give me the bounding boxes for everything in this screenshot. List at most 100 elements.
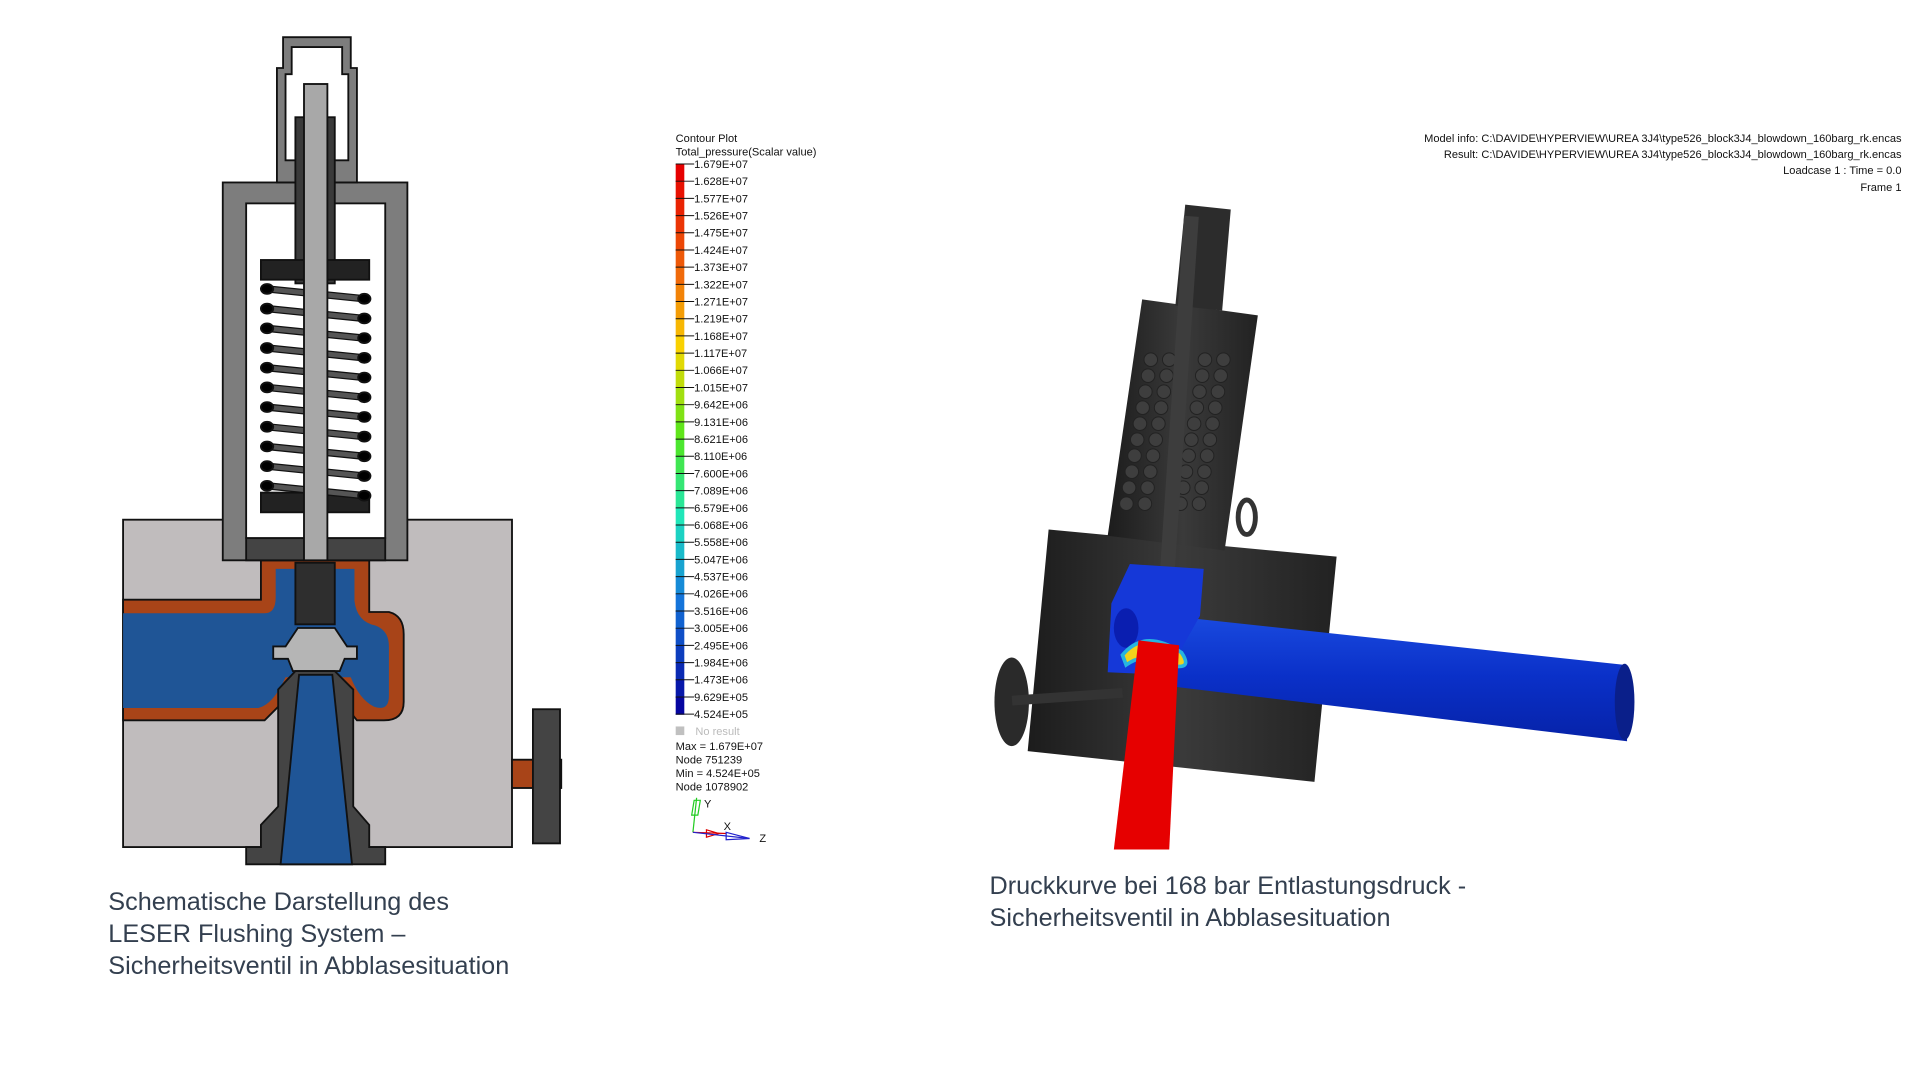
coil-section-right <box>357 450 372 463</box>
spring-coil-3d <box>1156 384 1172 399</box>
handwheel-3d <box>994 657 1029 747</box>
legend-label: 1.271E+07 <box>694 296 748 308</box>
spring-coil-3d <box>1137 496 1153 511</box>
legend-color-segment <box>675 421 685 440</box>
min-node: Node 1078902 <box>676 781 749 793</box>
stem-3d <box>1154 215 1199 653</box>
result-path: Result: C:\DAVIDE\HYPERVIEW\UREA 3J4\typ… <box>1444 149 1902 161</box>
spring-coil-3d <box>1148 432 1163 447</box>
axis-y-label: Y <box>704 799 712 811</box>
coil-section-left <box>260 420 275 433</box>
legend-color-segment <box>675 164 685 182</box>
spring-coil-3d <box>1194 480 1209 495</box>
legend-label: 8.110E+06 <box>694 451 747 463</box>
legend-label: 4.537E+06 <box>694 572 748 584</box>
legend-color-segment <box>675 249 685 268</box>
legend-label: 1.066E+07 <box>694 365 748 377</box>
legend-label: 3.516E+06 <box>694 606 748 618</box>
valve-schematic <box>122 36 563 866</box>
coil-section-right <box>357 430 372 443</box>
legend-color-segment <box>675 267 685 285</box>
legend-label: 5.047E+06 <box>694 554 748 566</box>
legend-color-segment <box>675 662 685 681</box>
legend-color-segment <box>675 576 685 595</box>
legend-color-segment <box>675 611 685 629</box>
legend-color-segment <box>675 679 685 698</box>
coil-section-left <box>260 361 275 374</box>
coil-section-right <box>357 489 372 502</box>
coil-section-right <box>357 292 372 305</box>
bellows <box>294 561 336 626</box>
legend-label: 1.475E+07 <box>694 228 748 240</box>
coil-section-right <box>357 470 372 482</box>
nozzle-fluid <box>279 673 354 866</box>
spring-coil-3d <box>1192 384 1207 399</box>
right-caption-line-2: Sicherheitsventil in Abblasesituation <box>990 904 1391 932</box>
legend-color-segment <box>675 181 685 199</box>
coil-section-left <box>260 460 275 473</box>
spring-coil-3d <box>1194 368 1210 383</box>
coil-section-right <box>357 371 372 384</box>
legend-color-segment <box>675 335 685 354</box>
legend-color-segment <box>675 404 685 423</box>
coil-section-right <box>357 332 372 345</box>
spring-coil-3d <box>1184 432 1199 447</box>
legend-label: 1.168E+07 <box>694 331 748 343</box>
legend-color-segment <box>675 215 685 234</box>
legend-color-segment <box>675 559 685 578</box>
spring-coil-3d <box>1205 416 1220 431</box>
coil-section-left <box>260 381 275 394</box>
legend-color-segment <box>675 439 685 457</box>
spring-coil-3d <box>1213 368 1228 383</box>
spring-coil-3d <box>1202 432 1218 447</box>
legend-label: 1.117E+07 <box>694 348 747 360</box>
legend-label: 1.015E+07 <box>694 382 748 394</box>
legend-label: 1.219E+07 <box>694 314 748 326</box>
spring-coil-3d <box>1127 448 1142 463</box>
spring-coil-3d <box>1132 416 1148 431</box>
legend-label: 7.089E+06 <box>694 486 748 498</box>
outlet-pipe-flow <box>1144 613 1628 742</box>
legend-title: Contour Plot <box>676 133 738 145</box>
coil-section-right <box>357 352 372 364</box>
drain-cap <box>532 708 561 845</box>
coil-section-right <box>357 411 372 423</box>
cfd-render <box>994 204 1635 850</box>
legend-color-segment <box>675 456 685 475</box>
no-result-swatch <box>675 726 685 736</box>
spring-coil-3d <box>1143 352 1159 367</box>
legend-color-segment <box>675 318 685 337</box>
spring-coil-3d <box>1140 480 1155 495</box>
spring-coil-3d <box>1189 400 1205 415</box>
spring-coil-3d <box>1208 400 1223 415</box>
legend-color-segment <box>675 696 685 715</box>
spring-coils-3d <box>1119 352 1231 511</box>
legend-label: 7.600E+06 <box>694 468 748 480</box>
legend-color-segment <box>675 370 685 389</box>
legend-label: 8.621E+06 <box>694 434 748 446</box>
spring-coil-3d <box>1153 400 1169 415</box>
legend-color-segment <box>675 645 685 664</box>
legend-color-bar <box>675 164 685 715</box>
max-value: Max = 1.679E+07 <box>676 741 763 753</box>
spring-coil-3d <box>1151 416 1166 431</box>
coil-section-left <box>260 342 275 354</box>
legend-color-segment <box>675 593 685 612</box>
coil-section-left <box>260 440 275 453</box>
spring-coil-3d <box>1129 432 1145 447</box>
legend-label: 1.984E+06 <box>694 658 748 670</box>
legend-label: 6.579E+06 <box>694 503 748 515</box>
spring-coil-3d <box>1119 496 1134 511</box>
spring-coil-3d <box>1159 368 1174 383</box>
legend-label: 9.629E+05 <box>694 692 748 704</box>
spring-coil-3d <box>1135 400 1150 415</box>
legend-label: 9.642E+06 <box>694 400 748 412</box>
lifting-ring-3d <box>1235 497 1258 537</box>
right-caption-line-1: Druckkurve bei 168 bar Entlastungsdruck … <box>990 872 1467 900</box>
legend-label: 4.524E+05 <box>694 709 748 721</box>
contour-legend: Contour Plot Total_pressure(Scalar value… <box>675 133 817 845</box>
outlet-pipe-end <box>1614 663 1635 740</box>
frame-info: Frame 1 <box>1860 182 1901 194</box>
coil-section-right <box>357 312 372 325</box>
legend-label: 1.424E+07 <box>694 245 748 257</box>
